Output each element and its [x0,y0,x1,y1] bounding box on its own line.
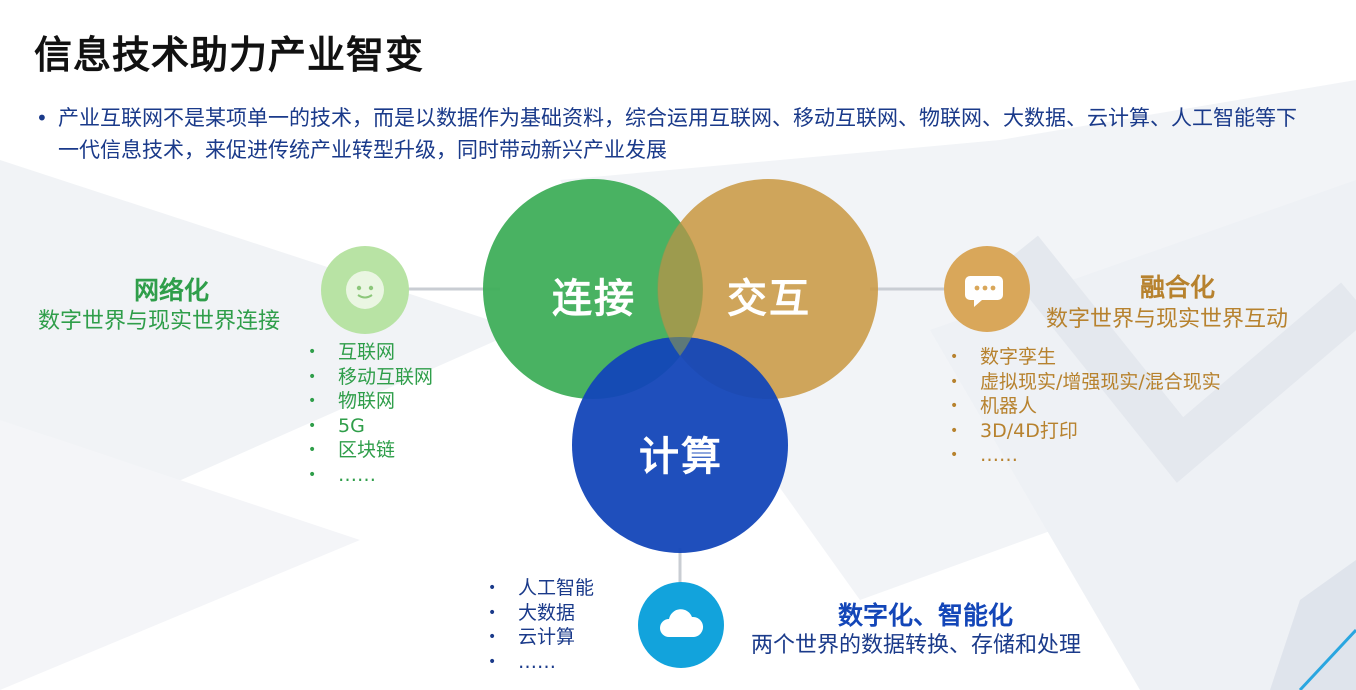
list-item: •…… [488,650,556,673]
intro-paragraph: • 产业互联网不是某项单一的技术，而是以数据作为基础资料，综合运用互联网、移动互… [36,102,1326,166]
list-item: •物联网 [308,390,396,412]
circle-interact-label: 交互 [727,276,811,322]
left-list: •互联网 •移动互联网 •物联网 •5G •区块链 •…… [308,340,433,487]
slide-title: 信息技术助力产业智变 [34,33,425,77]
list-item: •虚拟现实/增强现实/混合现实 [950,370,1221,393]
list-item: •移动互联网 [308,365,434,388]
left-heading: 网络化 [134,276,210,305]
right-subheading: 数字世界与现实世界互动 [1046,307,1289,332]
right-list: •数字孪生 •虚拟现实/增强现实/混合现实 •机器人 •3D/4D打印 •…… [950,345,1221,468]
bottom-heading: 数字化、智能化 [838,601,1014,630]
list-item: •人工智能 [488,577,595,599]
list-item: •数字孪生 [950,346,1057,368]
cloud-icon [638,582,724,668]
list-item: •…… [308,463,376,486]
right-heading: 融合化 [1140,273,1216,302]
list-item: •区块链 [308,439,396,461]
speech-bubble-dots-icon [944,246,1030,332]
left-subheading: 数字世界与现实世界连接 [38,309,281,334]
bottom-subheading: 两个世界的数据转换、存储和处理 [751,633,1082,658]
list-item: •大数据 [488,601,576,624]
list-item: •5G [308,414,365,437]
overlap-connect-interact [657,222,703,356]
circle-compute-label: 计算 [639,434,723,480]
list-item: •…… [950,444,1018,466]
bullet: • [36,106,48,130]
circle-compute [572,337,788,553]
list-item: •互联网 [308,341,396,363]
bottom-list: •人工智能 •大数据 •云计算 •…… [488,576,594,674]
list-item: •机器人 [950,395,1038,417]
chat-bubble-face-icon [321,246,409,334]
list-item: •云计算 [488,626,576,648]
list-item: •3D/4D打印 [950,419,1078,442]
intro-text: 产业互联网不是某项单一的技术，而是以数据作为基础资料，综合运用互联网、移动互联网… [58,106,1297,162]
circle-connect-label: 连接 [552,276,636,322]
